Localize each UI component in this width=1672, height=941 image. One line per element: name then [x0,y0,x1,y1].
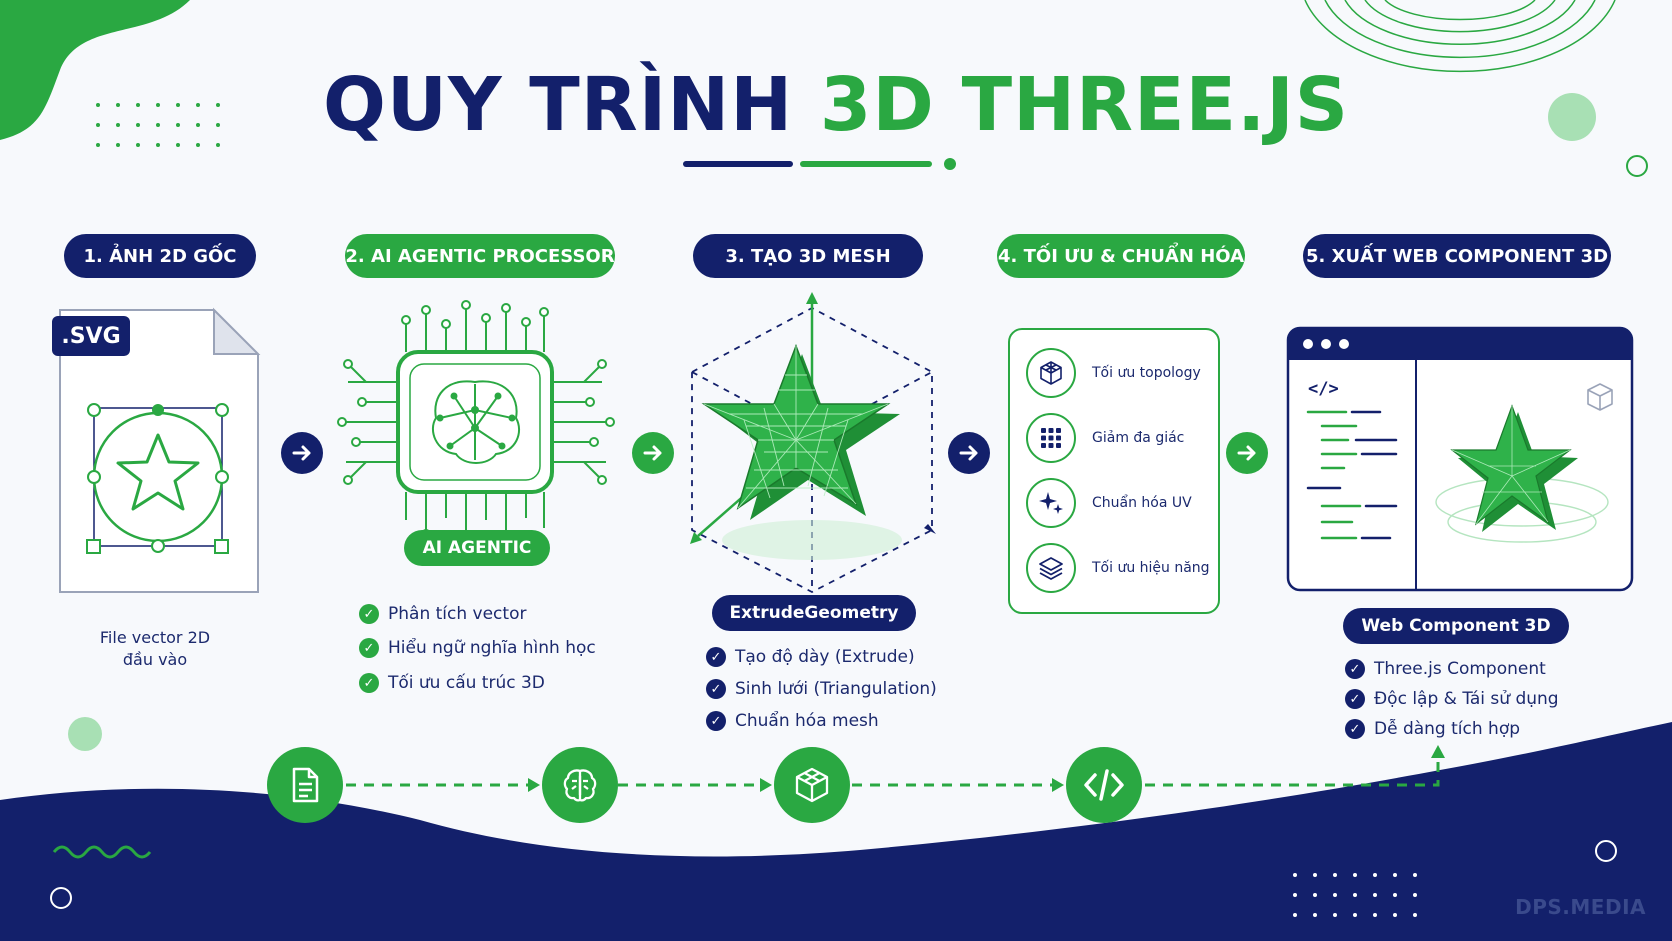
ai-chip-illustration [337,300,615,540]
top-left-blob [0,0,190,140]
ai-agentic-chip-label: AI AGENTIC [404,530,550,566]
deco-circle-left [68,717,102,751]
step-5-label: 5. XUẤT WEB COMPONENT 3D [1303,234,1611,278]
code-lines [1306,410,1398,540]
title-part-2: 3D THREE.JS [819,62,1350,148]
bottom-ring-left [50,887,72,909]
bottom-right-dots [1293,873,1417,917]
browser-titlebar [1288,328,1632,360]
sparkle-icon [1026,478,1076,528]
document-icon [267,747,343,823]
check-icon: ✓ [706,647,726,667]
corner-handles [86,539,229,554]
step-5-check-3: ✓Dễ dàng tích hợp [1345,719,1520,739]
file-sheet [59,309,259,593]
arrow-right-icon [1226,432,1268,474]
svg-badge: .SVG [52,316,130,356]
step-3-check-2: ✓Sinh lưới (Triangulation) [706,679,937,699]
title-underline-green [800,161,932,167]
watermark: DPS.MEDIA [1515,895,1646,919]
title-underline-navy [683,161,793,167]
axis-arrow-navy [924,524,936,534]
top-left-dots [96,103,220,147]
optimization-panel: Tối ưu topology Giảm đa giác Chuẩn hóa U… [1008,328,1220,614]
star-3d-front [1450,404,1572,526]
bottom-wave [0,722,1672,941]
check-icon: ✓ [706,711,726,731]
title-underline-dot [944,158,956,170]
opt-item-topology: Tối ưu topology [1026,348,1201,398]
mesh-wireframe [703,346,889,509]
step-3-check-3: ✓Chuẩn hóa mesh [706,711,879,731]
extrude-geometry-label: ExtrudeGeometry [712,595,916,631]
bottom-flow-arrowheads [528,745,1445,792]
cube-outline-icon [1587,383,1613,411]
bottom-ring-right [1595,840,1617,862]
web-component-label: Web Component 3D [1343,608,1569,644]
step-3-check-1: ✓Tạo độ dày (Extrude) [706,647,915,667]
deco-ring [1626,155,1648,177]
check-icon: ✓ [359,604,379,624]
topology-icon [1026,348,1076,398]
arrow-right-icon [948,432,990,474]
check-icon: ✓ [706,679,726,699]
step-5-check-1: ✓Three.js Component [1345,659,1546,679]
opt-item-uv: Chuẩn hóa UV [1026,478,1192,528]
window-dots-icon [1303,339,1349,349]
opt-item-polygons: Giảm đa giác [1026,413,1184,463]
arrow-right-icon [281,432,323,474]
brain-icon [542,747,618,823]
top-right-arcs [1304,0,1616,73]
step-1-caption-line-2: đầu vào [122,650,188,669]
step-2-check-3: ✓Tối ưu cấu trúc 3D [359,673,545,693]
step-2-check-2: ✓Hiểu ngữ nghĩa hình học [359,638,596,658]
anchor-points [87,403,229,553]
anchor-point-active [152,404,164,416]
opt-item-performance: Tối ưu hiệu năng [1026,543,1210,593]
browser-window-illustration: </> [1286,326,1634,592]
bottom-squiggle [52,845,152,859]
star-outline-icon [116,433,200,511]
step-1-label: 1. ẢNH 2D GỐC [64,234,256,278]
layers-icon [1026,543,1076,593]
step-2-check-1: ✓Phân tích vector [359,604,526,624]
mesh-star-illustration [690,292,936,594]
grid-dots-icon [1026,413,1076,463]
step-4-label: 4. TỐI ƯU & CHUẨN HÓA [997,234,1245,278]
star-3d-wireframe [1451,406,1571,525]
code-brackets-icon: </> [1308,379,1339,399]
star-shadow [722,520,902,560]
bottom-flow-lines [346,756,1440,787]
check-icon: ✓ [359,673,379,693]
check-icon: ✓ [1345,719,1365,739]
cube-icon [774,747,850,823]
code-icon [1066,747,1142,823]
page-title: QUY TRÌNH 3D THREE.JS [0,62,1672,148]
chip-inner [409,363,541,481]
step-1-caption-line-1: File vector 2D [99,628,211,647]
step-5-check-2: ✓Độc lập & Tái sử dụng [1345,689,1559,709]
arrow-right-icon [632,432,674,474]
title-part-1: QUY TRÌNH [322,62,794,148]
check-icon: ✓ [1345,689,1365,709]
file-corner-fold [213,307,261,355]
check-icon: ✓ [359,638,379,658]
brain-nodes [436,392,516,450]
step-3-label: 3. TẠO 3D MESH [693,234,923,278]
step-1-caption: File vector 2D đầu vào [70,627,240,671]
circuit-traces [342,308,610,534]
svg-file-illustration [59,307,261,593]
step-2-label: 2. AI AGENTIC PROCESSOR [345,234,615,278]
check-icon: ✓ [1345,659,1365,679]
deco-circle [1548,93,1596,141]
